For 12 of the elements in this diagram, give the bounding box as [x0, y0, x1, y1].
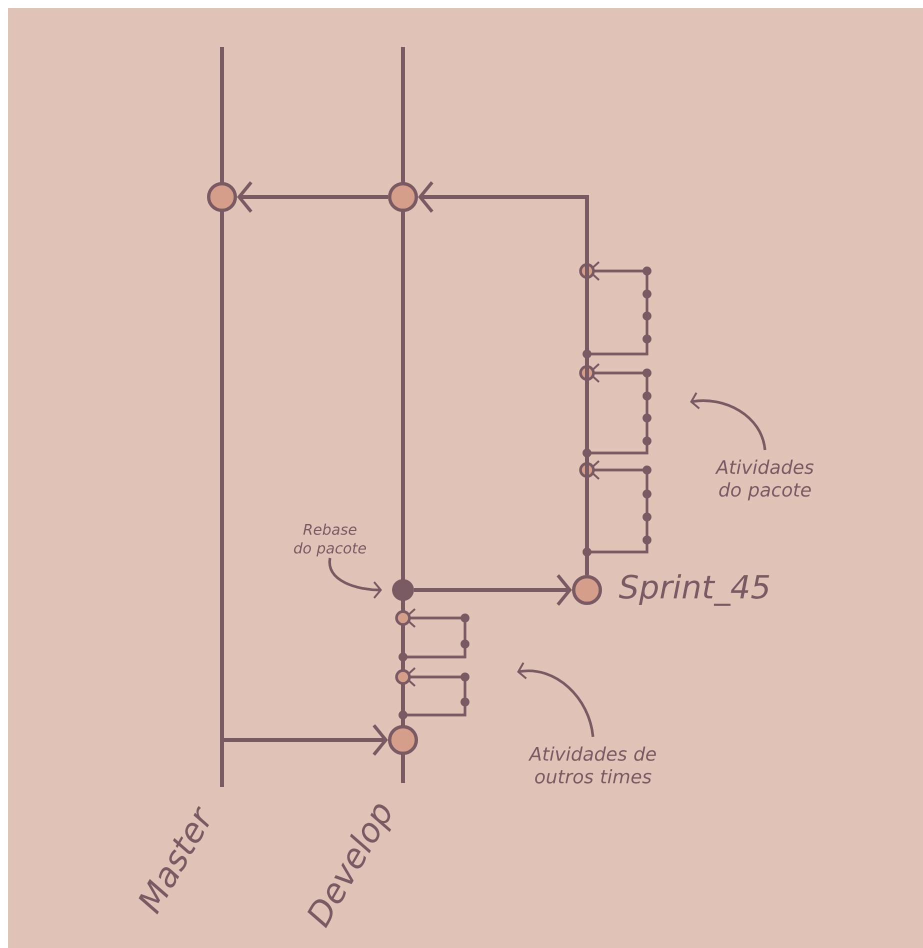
- curved-arrow: [690, 392, 766, 450]
- merge-dot: [392, 579, 414, 601]
- curved-arrow: [328, 558, 382, 599]
- annotation-text: Rebase do pacote: [294, 524, 366, 556]
- merge-arrow: [222, 724, 388, 756]
- merge-arrow: [237, 181, 388, 213]
- merge-arrow: [418, 181, 589, 575]
- annotation-text: Atividades do pacote: [715, 460, 814, 500]
- curved-arrow: [517, 662, 594, 738]
- merge-arrow: [414, 574, 572, 606]
- annotation-text: Atividades de outros times: [528, 746, 656, 784]
- branch-label: Sprint_45: [618, 574, 770, 606]
